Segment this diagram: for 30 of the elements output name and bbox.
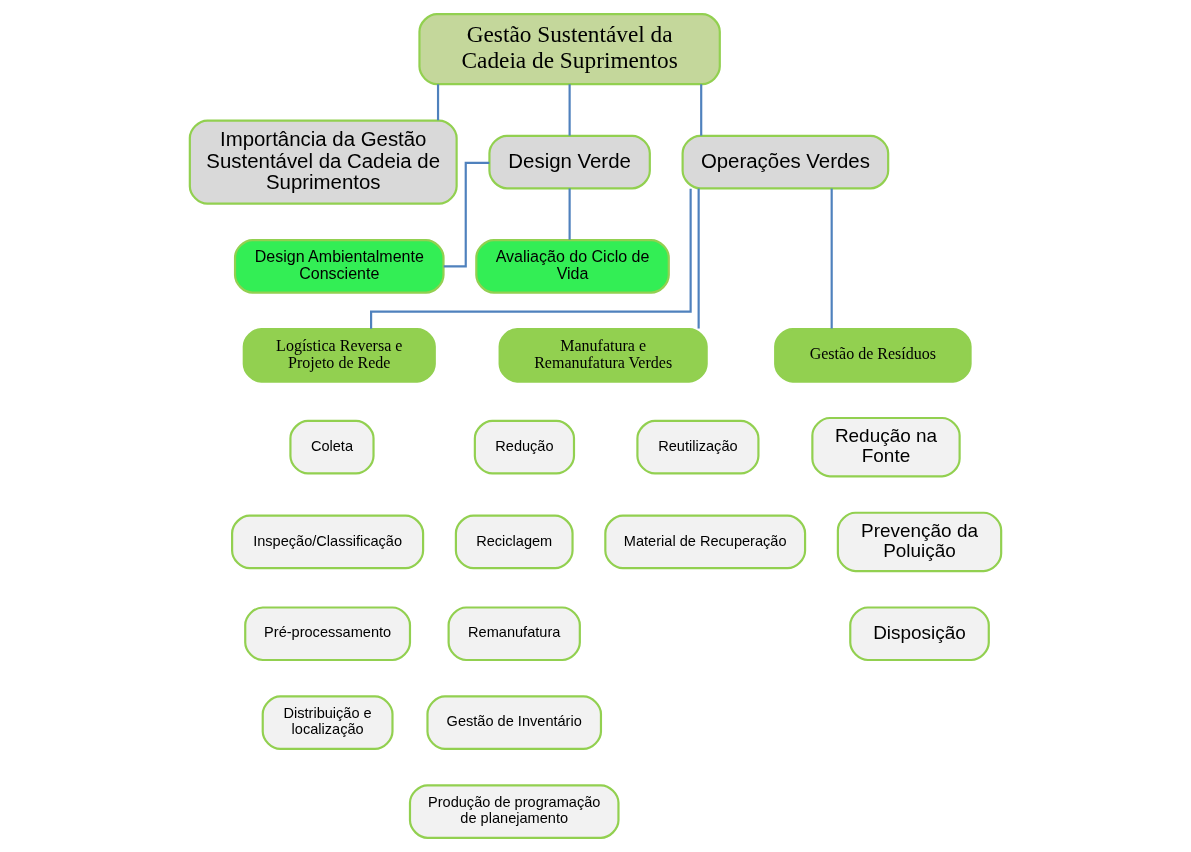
node-box: Disposição xyxy=(849,606,990,662)
node-box: Material de Recuperação xyxy=(604,514,807,570)
connector xyxy=(700,84,703,136)
node-box: Redução xyxy=(473,419,576,475)
node-box: Remanufatura xyxy=(447,606,581,662)
connector xyxy=(830,188,833,329)
node-box: Logística Reversa e Projeto de Rede xyxy=(242,327,436,383)
node-box: Coleta xyxy=(289,419,375,475)
node-box: Design Verde xyxy=(488,134,651,190)
connector xyxy=(697,188,700,329)
node-box: Pré-processamento xyxy=(244,606,412,662)
node-box: Operações Verdes xyxy=(681,134,890,190)
node-box: Avaliação do Ciclo de Vida xyxy=(475,239,670,294)
node-box: Produção de programação de planejamento xyxy=(408,784,620,839)
node-box: Reutilização xyxy=(636,419,760,475)
node-box: Inspeção/Classificação xyxy=(231,514,425,570)
connector xyxy=(443,161,490,268)
node-box: Prevenção da Poluição xyxy=(836,511,1003,573)
node-box: Redução na Fonte xyxy=(811,416,961,478)
node-box: Gestão de Resíduos xyxy=(774,327,972,383)
node-box: Reciclagem xyxy=(454,514,574,570)
node-box: Gestão Sustentável da Cadeia de Suprimentos xyxy=(418,13,721,86)
node-box: Design Ambientalmente Consciente xyxy=(233,239,445,294)
node-box: Distribuição e localização xyxy=(261,695,394,751)
connector xyxy=(568,84,571,136)
node-box: Importância da Gestão Sustentável da Cadeia de Suprimentos xyxy=(188,119,458,205)
node-box: Gestão de Inventário xyxy=(426,695,603,751)
connector xyxy=(436,84,440,121)
connector xyxy=(568,188,571,240)
node-box: Manufatura e Remanufatura Verdes xyxy=(498,327,708,383)
